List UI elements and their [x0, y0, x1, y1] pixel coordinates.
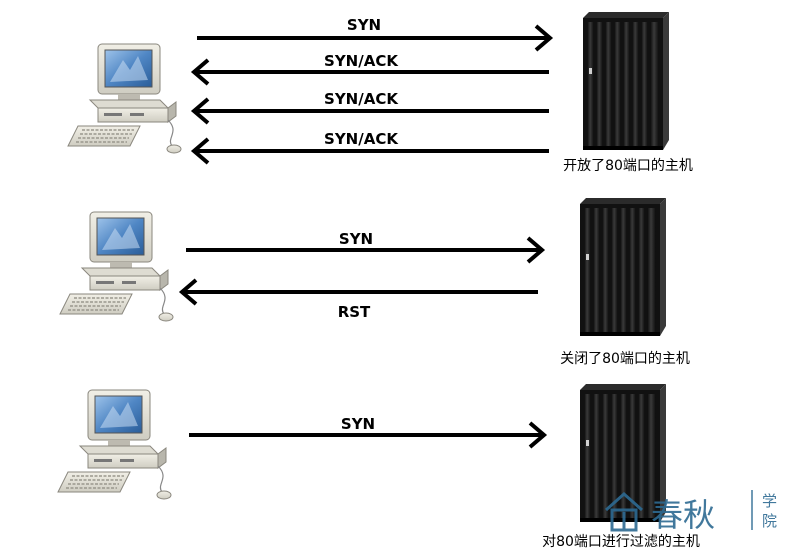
rst-arrow: [178, 278, 538, 306]
desktop-computer-icon: [59, 211, 174, 322]
scenario-closed-port: SYN RST 关闭了80端口的主机: [59, 198, 690, 367]
watermark-logo: 春秋 学 院: [605, 490, 777, 534]
message-label: SYN/ACK: [324, 130, 399, 148]
syn-ack-arrow: [190, 58, 549, 86]
watermark-suffix-top: 学: [762, 492, 777, 510]
syn-ack-arrow: [190, 97, 549, 125]
syn-arrow: [186, 236, 546, 264]
host-caption: 关闭了80端口的主机: [560, 351, 690, 367]
message-label: SYN/ACK: [324, 90, 399, 108]
desktop-computer-icon: [57, 389, 172, 500]
host-caption: 对80端口进行过滤的主机: [542, 534, 700, 550]
scenario-filtered-port: SYN 对80端口进行过滤的主机: [57, 384, 700, 550]
message-label: SYN: [339, 230, 373, 248]
syn-ack-arrow: [190, 137, 549, 165]
syn-arrow: [189, 421, 548, 449]
message-label: SYN/ACK: [324, 52, 399, 70]
host-caption: 开放了80端口的主机: [563, 158, 693, 174]
server-tower-icon: [580, 198, 666, 336]
server-tower-icon: [583, 12, 669, 150]
house-logo-icon: [605, 491, 643, 532]
message-label: RST: [338, 303, 371, 321]
desktop-computer-icon: [67, 43, 182, 154]
watermark-brand: 春秋: [651, 496, 715, 534]
message-label: SYN: [347, 16, 381, 34]
syn-arrow: [197, 24, 554, 52]
scenario-open-port: SYN SYN/ACK SYN/ACK SYN/ACK 开放了80端口的主机: [67, 12, 693, 174]
message-label: SYN: [341, 415, 375, 433]
watermark-suffix-bottom: 院: [762, 512, 777, 530]
